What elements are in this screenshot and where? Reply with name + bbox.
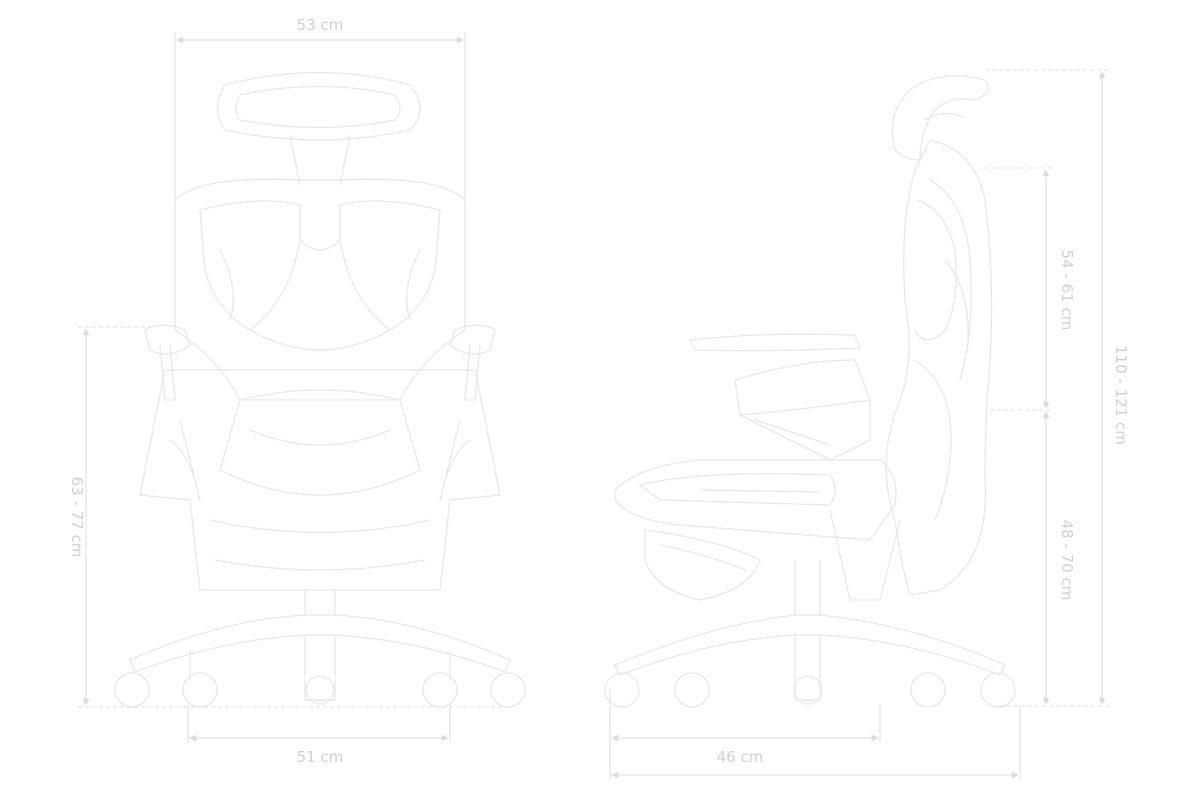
side-caster-4 [910,672,946,708]
label-front-width: 53 cm [297,16,344,34]
front-caster-2 [182,672,218,708]
front-seat [139,369,501,591]
side-view-chair [604,75,1016,708]
front-caster-5 [490,672,526,708]
label-front-arm-height: 63 - 77 cm [68,477,86,558]
front-headrest [216,71,421,141]
side-mechanism [644,529,761,601]
front-left-armrest [144,324,191,355]
front-right-armrest [449,324,496,355]
side-caster-3 [793,675,823,705]
front-dimensions [78,32,500,742]
label-side-total-height: 110 - 121 cm [1112,345,1130,445]
side-caster-1 [604,672,640,708]
front-backrest [174,178,466,401]
side-gas-lift [794,560,821,616]
side-armrest [689,333,861,352]
side-caster-5 [980,672,1016,708]
front-base [129,614,511,673]
front-caster-4 [422,672,458,708]
side-caster-2 [674,672,710,708]
label-side-depth: 46 cm [717,748,764,766]
label-side-back: 54 - 61 cm [1058,250,1076,331]
side-backrest [885,139,993,596]
side-headrest [891,75,989,161]
side-base [614,614,1006,676]
front-caster-1 [114,672,150,708]
front-caster-3 [305,675,335,705]
front-view-chair [114,71,526,708]
side-dimensions [609,69,1110,780]
front-gas-lift [304,590,336,616]
label-front-base: 51 cm [297,748,344,766]
label-side-seat-height: 48 - 70 cm [1058,520,1076,601]
side-seat [614,459,897,541]
